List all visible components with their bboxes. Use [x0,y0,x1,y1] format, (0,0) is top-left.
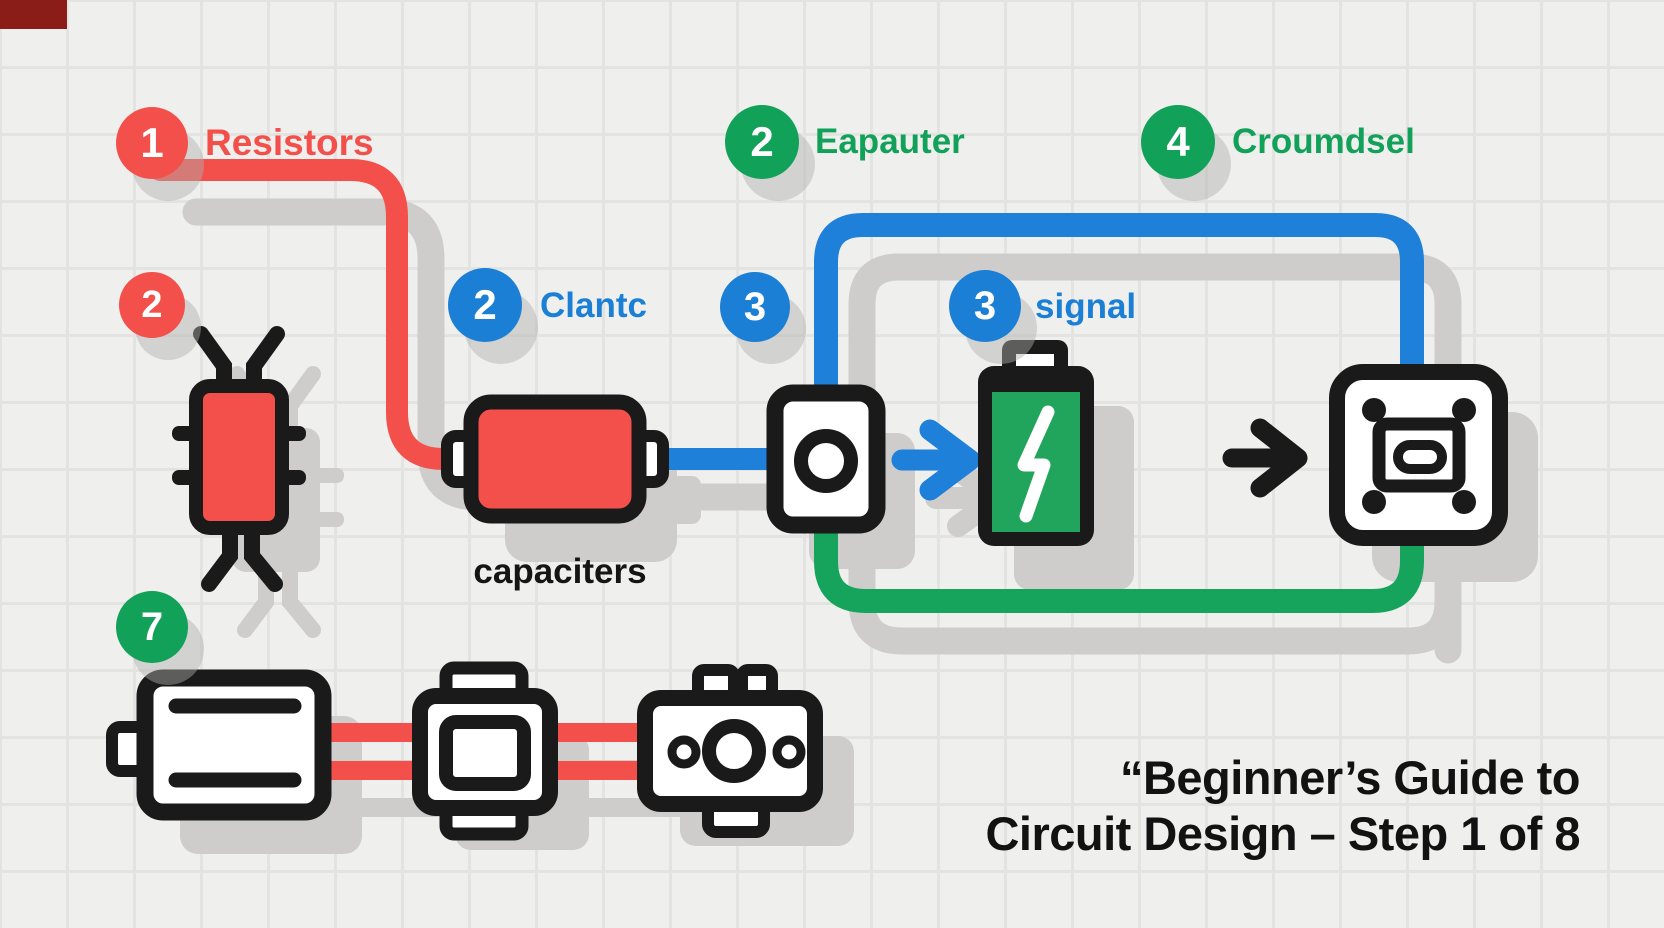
badge-number: 2 [750,118,774,165]
ic-chip-icon [172,326,306,592]
badge-number: 4 [1166,118,1190,165]
title-line-2: Circuit Design – Step 1 of 8 [985,807,1580,860]
green-loop [814,506,1424,613]
badge-number: 7 [140,604,164,649]
blue-arrow-icon [891,419,981,501]
label-eapauter: Eapauter [815,122,965,161]
black-arrow-icon [1222,418,1308,498]
connector-module-icon [1329,364,1508,546]
badge-number: 2 [141,283,163,326]
badge-number: 3 [743,284,767,329]
blue-loop [814,213,1424,412]
badge-number: 2 [473,281,497,328]
step-badge-4-green: 4 [1141,105,1215,179]
switch-icon [766,384,886,534]
corner-mark [0,0,67,29]
label-resistors: Resistors [205,122,374,163]
step-badge-1: 1 [116,107,188,179]
step-badge-2-green: 2 [725,105,799,179]
label-croumdsel: Croumdsel [1232,122,1415,161]
battery-icon [978,340,1094,546]
badge-number: 3 [973,283,997,328]
title-line-1: “Beginner’s Guide to [1119,751,1581,804]
sensor-icon [637,664,823,838]
motor-icon [106,669,332,821]
relay-icon [412,661,558,841]
label-signal: signal [1035,287,1137,326]
capacitor-icon [441,394,669,524]
step-badge-2-red: 2 [119,272,185,338]
badge-number: 1 [140,119,164,166]
label-clantc: Clantc [540,286,647,325]
step-badge-3-signal: 3 [949,270,1021,342]
page-title: “Beginner’s Guide to Circuit Design – St… [985,750,1580,862]
step-badge-3-blue: 3 [720,272,790,342]
red-wire [149,159,471,470]
step-badge-7: 7 [116,591,188,663]
label-capaciters: capaciters [473,552,647,591]
step-badge-2-blue: 2 [448,268,522,342]
